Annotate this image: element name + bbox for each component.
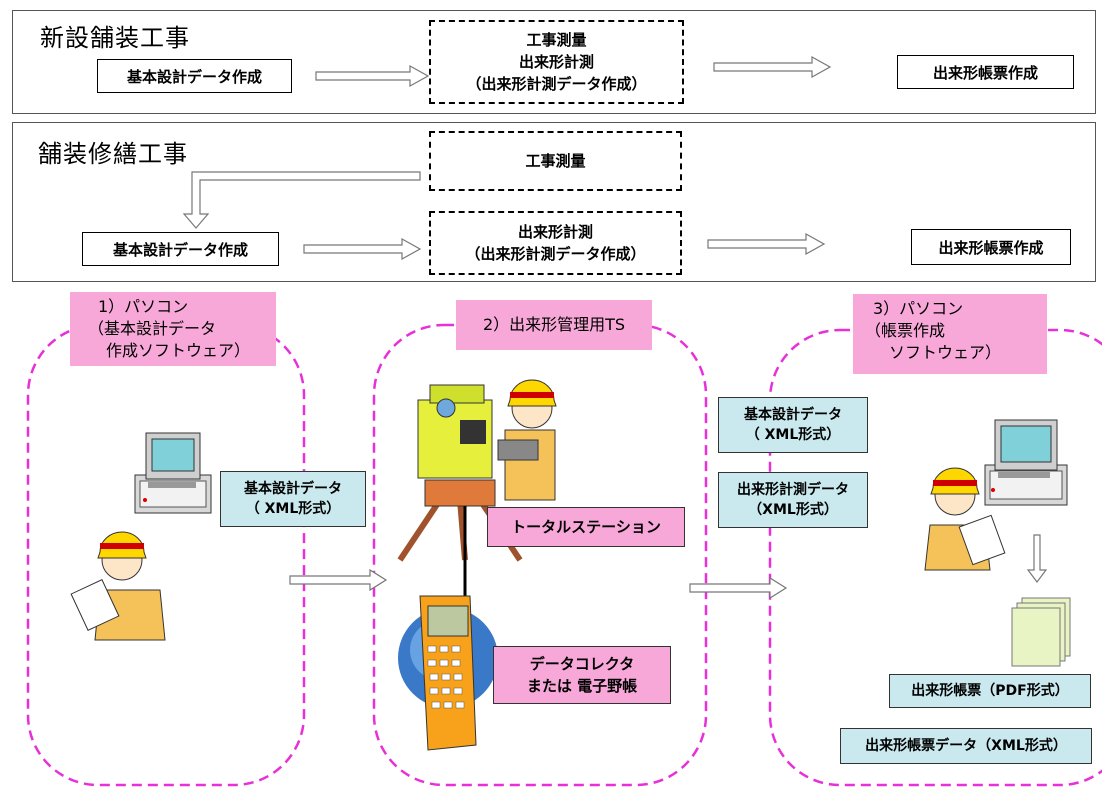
pdf-report-label: 出来形帳票（PDF形式） (889, 674, 1091, 708)
measure-data-xml: 出来形計測データ （XML形式） (718, 472, 868, 528)
collector-line-1: データコレクタ (529, 655, 635, 673)
design-data-xml-1: 基本設計データ （ XML形式） (220, 471, 366, 527)
survey-line-2: 出来形計測 (518, 53, 594, 71)
report-box-repair: 出来形帳票作成 (911, 229, 1071, 265)
repair-paving-title: 舗装修繕工事 (38, 140, 188, 168)
measure-xml-line-2: （XML形式） (748, 502, 838, 518)
worker-icon-1 (70, 531, 166, 641)
arrow-design-to-measure (303, 237, 422, 261)
collector-line-2: または 電子野帳 (526, 677, 638, 695)
arrow-pc-to-docs (1026, 534, 1048, 583)
survey-label: 工事測量 (525, 152, 586, 170)
report-box-new: 出来形帳票作成 (897, 55, 1074, 89)
computer-icon-3 (984, 419, 1068, 506)
stage1-line-2: （基本設計データ (88, 319, 217, 338)
measure-line-1: 出来形計測 (517, 223, 593, 241)
survey-line-3: （出来形計測データ作成） (466, 75, 647, 93)
data-collector-label: データコレクタ または 電子野帳 (493, 646, 671, 704)
stage3-line-1: 3）パソコン (873, 299, 964, 318)
documents-icon (1011, 597, 1071, 667)
stage3-region (768, 328, 1102, 787)
design-data-box-repair: 基本設計データ作成 (82, 232, 279, 266)
stage1-region (26, 323, 306, 787)
arrow-design-to-survey (315, 64, 430, 88)
arrow-survey-to-design (182, 171, 421, 229)
xml-report-label: 出来形帳票データ（XML形式） (840, 728, 1092, 764)
measure-xml-line-1: 出来形計測データ (737, 482, 849, 498)
arrow-measure-to-report (707, 232, 826, 256)
design-data-xml-2: 基本設計データ （ XML形式） (718, 397, 868, 453)
design-data-box-new: 基本設計データ作成 (97, 59, 292, 93)
design-xml-1-line-1: 基本設計データ (244, 481, 342, 497)
stage1-line-3: 作成ソフトウェア） (106, 341, 251, 360)
stage3-line-2: （帳票作成 (865, 321, 946, 340)
survey-line-1: 工事測量 (526, 31, 587, 49)
design-xml-2-line-2: （ XML形式） (745, 427, 841, 443)
data-collector-icon (398, 595, 498, 751)
total-station-text: トータルステーション (511, 518, 661, 536)
stage2-label: 2）出来形管理用TS (456, 300, 652, 350)
arrow-stage2-to-stage3 (689, 576, 788, 600)
survey-box-repair: 工事測量 (429, 131, 682, 191)
stage3-line-3: ソフトウェア） (889, 343, 1002, 362)
design-xml-2-line-1: 基本設計データ (744, 407, 842, 423)
stage3-label: 3）パソコン （帳票作成 ソフトウェア） (853, 294, 1047, 374)
arrow-survey-to-report (713, 55, 832, 79)
stage1-label: 1）パソコン （基本設計データ 作成ソフトウェア） (70, 292, 276, 366)
new-paving-title: 新設舗装工事 (40, 24, 190, 52)
worker-icon-3 (924, 467, 1006, 571)
survey-measure-box-new: 工事測量 出来形計測 （出来形計測データ作成） (429, 20, 684, 104)
measure-box-repair: 出来形計測 （出来形計測データ作成） (429, 211, 682, 275)
design-xml-1-line-2: （ XML形式） (245, 501, 341, 517)
worker-icon-2 (497, 379, 557, 501)
total-station-icon (397, 384, 523, 600)
arrow-stage1-to-stage2 (289, 568, 388, 592)
measure-line-2: （出来形計測データ作成） (465, 245, 646, 263)
stage1-line-1: 1）パソコン (98, 297, 189, 316)
computer-icon-1 (134, 432, 212, 514)
total-station-label: トータルステーション (487, 507, 685, 547)
